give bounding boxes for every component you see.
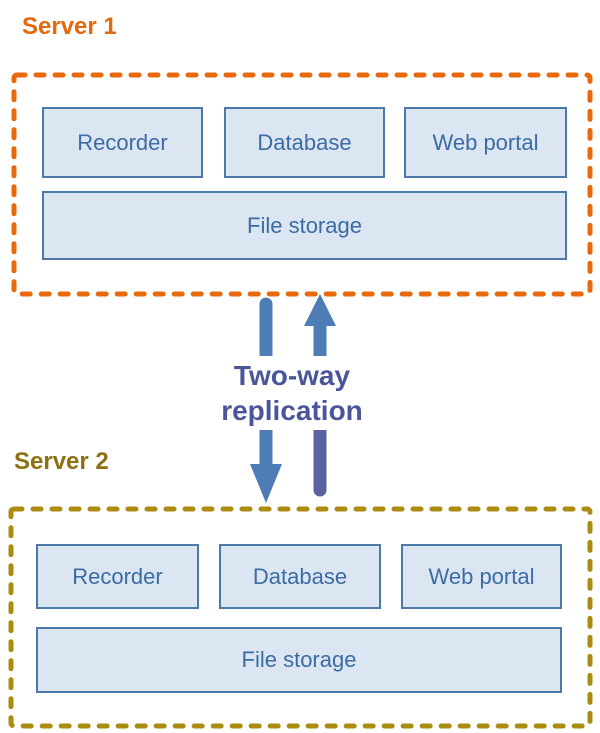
server2-file-storage-box: File storage — [36, 627, 562, 693]
up-arrow-head-icon — [304, 294, 336, 326]
server2-web-portal-box: Web portal — [401, 544, 562, 609]
server1-file-storage-box: File storage — [42, 191, 567, 260]
server1-title: Server 1 — [22, 13, 117, 40]
server1-recorder-box: Recorder — [42, 107, 203, 178]
server1-web-portal-label: Web portal — [432, 129, 539, 155]
server1-database-label: Database — [257, 129, 352, 155]
server2-database-label: Database — [252, 563, 348, 589]
server2-title: Server 2 — [14, 448, 109, 475]
server1-file-storage-label: File storage — [247, 212, 362, 238]
server2-web-portal-label: Web portal — [428, 563, 535, 589]
server1-recorder-label: Recorder — [77, 129, 168, 155]
server2-file-storage-label: File storage — [241, 647, 357, 672]
down-arrow-head-icon — [250, 464, 282, 503]
server1-dashed-border — [11, 72, 593, 297]
server2-dashed-border — [8, 506, 593, 729]
server1-database-box: Database — [224, 107, 385, 178]
replication-label: Two-way replication — [197, 356, 387, 430]
server1-web-portal-box: Web portal — [404, 107, 567, 178]
server2-database-box: Database — [219, 544, 381, 609]
server2-recorder-box: Recorder — [36, 544, 199, 609]
server2-recorder-label: Recorder — [72, 563, 163, 589]
